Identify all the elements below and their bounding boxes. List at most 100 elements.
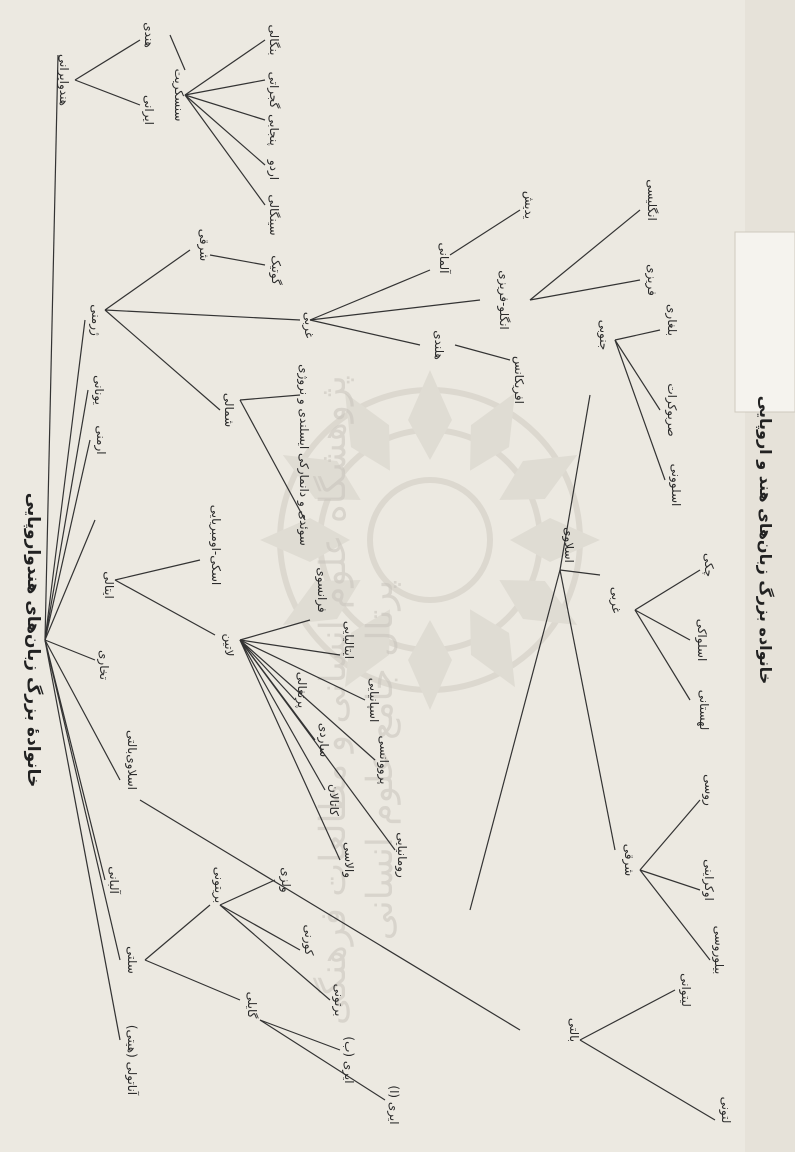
node-celtic: سلتی: [125, 946, 139, 974]
edge-dutch-afrikaans: [455, 345, 510, 360]
watermark-line-1: پژوهشگاه علوم انسانی و مطالعات فرهنگی: [312, 375, 354, 1025]
edge-baltic-lithuanian: [580, 990, 675, 1040]
edge-south-bulgarian: [615, 330, 660, 340]
node-provencal: پرووانسی: [376, 736, 391, 785]
edge-skt-punjabi: [185, 95, 265, 120]
edge-east-ukrainian: [640, 870, 700, 890]
edge-skt-bengali: [185, 40, 265, 95]
page-box-overlay: [735, 232, 795, 412]
node-anglo-frisian: انگلو-فریزی: [496, 270, 511, 330]
edge-west-polish: [635, 610, 690, 700]
node-romanian: رومانیایی: [394, 832, 409, 878]
node-italian: ایتالیایی: [342, 621, 356, 659]
node-north-list: سوئدی و دانمارکی ایسلندی و نروژی: [296, 364, 311, 546]
node-belarusian: بیلوروسی: [711, 926, 726, 975]
node-northern: شمالی: [222, 393, 236, 427]
node-east-slavic: شرقی: [621, 844, 636, 876]
node-western: غربی: [301, 312, 316, 338]
node-russian: روسی: [701, 774, 716, 806]
edge-west-dutch: [310, 320, 420, 345]
node-yiddish: یدیش: [521, 191, 536, 219]
node-eastern: شرقی: [196, 229, 211, 261]
edge-root-celtic: [45, 640, 120, 960]
node-bengali: بنگالی: [267, 25, 281, 56]
node-welsh: ولزی: [278, 867, 293, 892]
node-latin: لاتین: [221, 634, 236, 657]
node-armenian: ارمنی: [93, 425, 108, 454]
node-iranian: ایرانی: [141, 95, 156, 125]
node-indo-iranian: هندوایرانی: [56, 54, 71, 106]
node-slovenian: اسلوونی: [668, 464, 683, 507]
node-balto-slavic: اسلاوی‌بالتی: [124, 730, 139, 790]
node-baltic: بالتی: [567, 1018, 581, 1042]
node-polish: لهستانی: [697, 690, 711, 731]
edge-root-tocharian: [45, 640, 95, 660]
node-south-slavic: جنوبی: [596, 320, 611, 351]
figure-caption: خانواده بزرگ زبان‌های هند و اروپایی: [755, 396, 775, 684]
edge-south-slovenian: [615, 340, 665, 480]
node-cornish: کورنی: [301, 924, 316, 955]
node-italic: ایتالی: [102, 571, 116, 599]
node-frisian: فریزی: [644, 264, 659, 296]
node-ukrainian: اوکراینی: [701, 859, 716, 901]
node-brythonic: بریتونی: [211, 867, 226, 903]
node-german: آلمانی: [437, 243, 452, 275]
node-dutch: هلندی: [432, 330, 446, 360]
node-anatolian: آناتولی (هیتی): [124, 1025, 140, 1096]
edge-bry-cornish: [220, 905, 300, 950]
node-slovak: اسلواکی: [694, 619, 709, 662]
edge-latin-portuguese: [240, 640, 295, 700]
edge-east-russian: [640, 800, 700, 870]
node-albanian: آلبانی: [107, 866, 122, 894]
edge-latin-french: [240, 620, 310, 640]
edge-celtic-brythonic: [145, 905, 210, 960]
edge-root-anatolian: [45, 640, 120, 1040]
edge-indic-sanskrit: [170, 35, 185, 70]
node-sardinian: ساردی: [316, 723, 331, 757]
node-irish-b: ایری (ب): [341, 1036, 356, 1083]
node-sanskrit: سنسکریت: [171, 69, 186, 122]
edge-baltic-latvian: [580, 1040, 715, 1120]
node-latvian: لتونی: [718, 1097, 733, 1124]
edge-slavic-west: [560, 570, 600, 575]
node-catalan: کاتالان: [327, 784, 341, 816]
node-walloon: والاسی: [341, 842, 356, 878]
edge-gael-irisha: [260, 1020, 385, 1100]
node-punjabi: پنجابی: [267, 114, 281, 146]
edge-east-belarusian: [640, 870, 710, 960]
node-gujarati: گجراتی: [266, 72, 281, 109]
edge-af-english: [530, 210, 640, 300]
edge-germ-eastern: [105, 250, 190, 310]
node-osco-umbrian: اسکی-اومبریایی: [208, 505, 223, 585]
tree-labels: خانوادهٔ بزرگ زبان‌های هندواروپایی هندوا…: [23, 22, 775, 1124]
edge-skt-sinhala: [185, 95, 265, 205]
edge-skt-gujarati: [185, 80, 265, 95]
node-czech: چکی: [702, 553, 716, 577]
node-spanish: اسپانیایی: [367, 678, 381, 723]
edge-north-list: [240, 395, 300, 400]
edge-german-yiddish: [450, 210, 520, 255]
edge-root-greek: [45, 390, 88, 640]
node-serbo-croatian: صربوکرات: [664, 383, 679, 436]
node-sinhala: سینگالی: [267, 194, 281, 235]
node-gaelic: گایلی: [245, 992, 259, 1019]
edge-slavic-east: [560, 570, 615, 850]
node-french: فرانسوی: [314, 567, 329, 612]
edge-root-armenian: [45, 440, 90, 640]
diagram-title: خانوادهٔ بزرگ زبان‌های هندواروپایی: [23, 493, 43, 788]
edge-west-czech: [635, 570, 700, 610]
node-irish-a: ایری (ا): [386, 1085, 401, 1124]
edge-west-slovak: [635, 610, 690, 640]
node-tocharian: تخاری: [96, 650, 111, 680]
node-slavic: اسلاوی: [561, 527, 576, 563]
edge-skt-urdu: [185, 95, 265, 165]
node-west-slavic: غربی: [608, 587, 623, 613]
edge-italic-osco: [115, 560, 200, 580]
node-urdu: اردو: [266, 159, 281, 180]
edge-bry-welsh: [220, 880, 275, 905]
edge-germ-western: [105, 310, 300, 320]
node-lithuanian: لیتوانی: [678, 973, 693, 1007]
edge-ii-iranian: [75, 80, 140, 105]
